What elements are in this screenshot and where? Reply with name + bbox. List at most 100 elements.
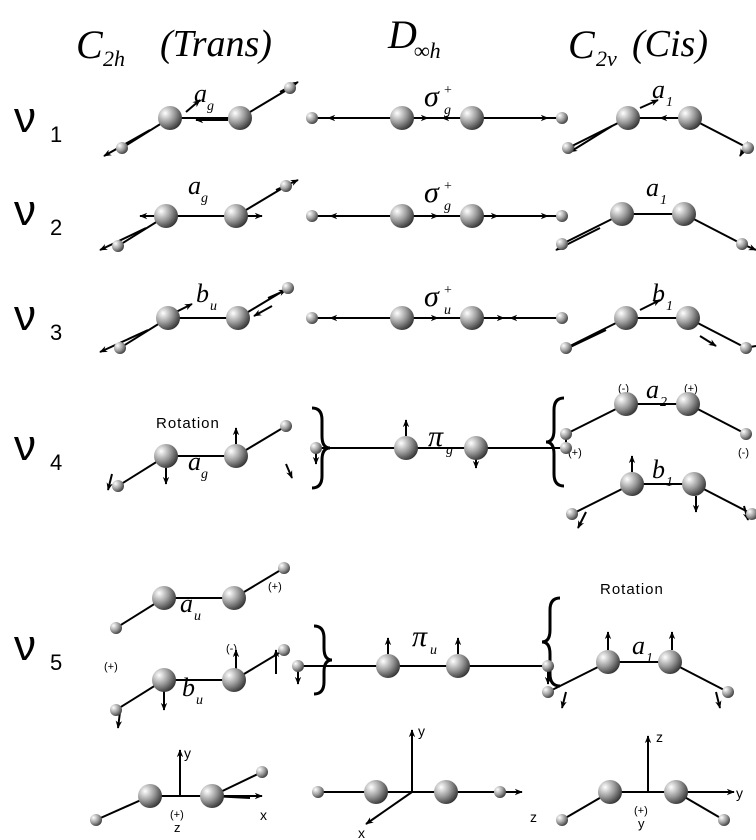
cis-v4a-sign-2: (+)	[684, 383, 698, 395]
carbon-atom	[376, 654, 400, 678]
header-cis-label: (Cis)	[632, 23, 708, 65]
hydrogen-atom	[556, 814, 568, 826]
trans-v4-sym: a g	[188, 447, 208, 482]
hydrogen-atom	[282, 282, 294, 294]
displacement-arrow	[715, 691, 722, 709]
linear-v5-sym: π u	[412, 620, 437, 658]
hydrogen-atom	[306, 210, 318, 222]
svg-text:1: 1	[660, 193, 667, 208]
hydrogen-atom	[560, 442, 572, 454]
svg-text:g: g	[201, 191, 208, 206]
hydrogen-atom	[556, 238, 568, 250]
cis-axis-center2-label: y	[638, 816, 645, 831]
carbon-atom	[154, 444, 178, 468]
hydrogen-atom	[740, 342, 752, 354]
svg-text:1: 1	[646, 651, 653, 666]
hydrogen-atom	[112, 240, 124, 252]
svg-text:u: u	[210, 299, 217, 314]
svg-text:1: 1	[666, 299, 673, 314]
trans-v5a-sign-3: (+)	[268, 581, 282, 593]
displacement-arrow	[267, 289, 287, 299]
svg-text:4: 4	[50, 450, 62, 475]
carbon-atom	[460, 106, 484, 130]
linear-axis-right-label: z	[530, 809, 537, 825]
header-linear-sub: ∞h	[414, 38, 441, 63]
svg-text:+: +	[444, 283, 452, 298]
hydrogen-atom	[114, 342, 126, 354]
displacement-arrow	[639, 299, 661, 311]
trans-v1-sym: a g	[194, 79, 214, 114]
hydrogen-atom	[116, 142, 128, 154]
carbon-atom	[614, 392, 638, 416]
carbon-atom	[614, 306, 638, 330]
hydrogen-atom	[110, 704, 122, 716]
hydrogen-atom	[542, 686, 554, 698]
svg-text:σ: σ	[424, 176, 440, 209]
svg-text:b: b	[182, 673, 195, 702]
svg-text:g: g	[446, 443, 453, 458]
hydrogen-atom	[746, 508, 756, 520]
hydrogen-atom	[284, 82, 296, 94]
displacement-arrow	[285, 463, 293, 479]
svg-text:g: g	[444, 103, 451, 118]
svg-text:3: 3	[50, 320, 62, 345]
header-trans-group: C	[76, 22, 104, 67]
mode-label-4: ν 4	[14, 421, 62, 475]
carbon-atom	[152, 668, 176, 692]
cis-v4a-sign-1: (-)	[618, 383, 629, 395]
carbon-atom	[672, 202, 696, 226]
trans-v5a-sym: a u	[180, 589, 201, 624]
carbon-atom	[598, 780, 622, 804]
svg-text:1: 1	[666, 475, 673, 490]
carbon-atom	[446, 654, 470, 678]
hydrogen-atom	[556, 210, 568, 222]
carbon-atom	[154, 204, 178, 228]
carbon-atom	[226, 306, 250, 330]
hydrogen-atom	[562, 142, 574, 154]
cis-v5-note: Rotation	[600, 581, 664, 598]
svg-text:σ: σ	[424, 80, 440, 113]
carbon-atom	[222, 668, 246, 692]
trans-axis-right-label: x	[260, 807, 267, 823]
carbon-atom	[394, 436, 418, 460]
header-trans-label: (Trans)	[160, 23, 272, 65]
hydrogen-atom	[722, 686, 734, 698]
header-trans-sub: 2h	[103, 46, 125, 71]
svg-text:a: a	[652, 75, 665, 104]
molecules-layer	[90, 81, 756, 826]
trans-v5a-sign-4: (+)	[104, 661, 118, 673]
cis-v4a-sign-4: (-)	[738, 447, 749, 459]
header-linear: D ∞h	[387, 12, 441, 63]
svg-text:g: g	[201, 467, 208, 482]
svg-text:a: a	[188, 171, 201, 200]
svg-text:π: π	[428, 420, 444, 453]
displacement-arrow	[577, 511, 587, 529]
hydrogen-atom	[312, 786, 324, 798]
hydrogen-atom	[280, 420, 292, 432]
svg-text:π: π	[412, 620, 428, 653]
cis-axis-up-label: z	[656, 729, 663, 745]
hydrogen-atom	[742, 142, 754, 154]
header-cis: C 2v (Cis)	[568, 22, 708, 71]
hydrogen-atom	[556, 312, 568, 324]
hydrogen-atom	[542, 660, 554, 672]
carbon-atom	[676, 392, 700, 416]
carbon-atom	[158, 106, 182, 130]
displacement-arrow	[569, 125, 613, 153]
svg-text:1: 1	[666, 95, 673, 110]
carbon-atom	[610, 202, 634, 226]
mode-label-3: ν 3	[14, 291, 62, 345]
mode-label-5: ν 5	[14, 621, 62, 675]
brace-cis-v4	[545, 396, 565, 488]
svg-text:a: a	[646, 173, 659, 202]
displacement-arrow	[99, 329, 149, 353]
displacement-arrow	[639, 99, 659, 109]
hydrogen-atom	[280, 180, 292, 192]
carbon-atom	[460, 204, 484, 228]
svg-text:ν: ν	[14, 93, 36, 142]
hydrogen-atom	[560, 428, 572, 440]
svg-text:1: 1	[50, 122, 62, 147]
carbon-atom	[678, 106, 702, 130]
svg-text:u: u	[194, 609, 201, 624]
